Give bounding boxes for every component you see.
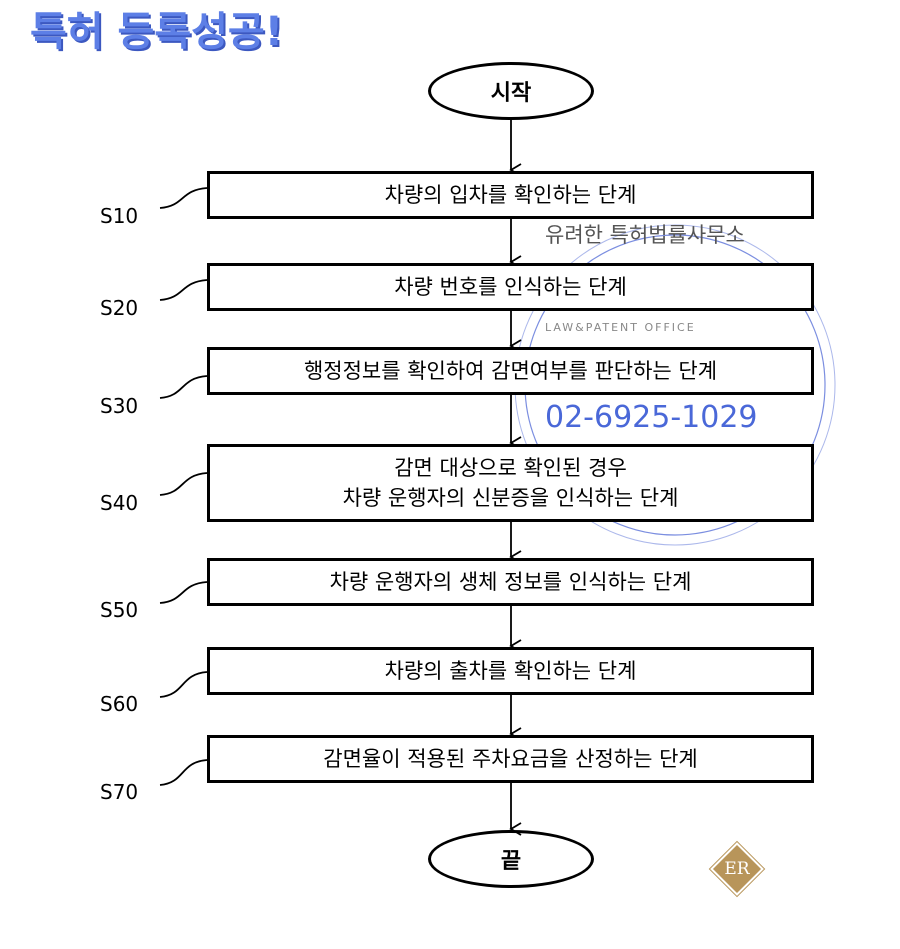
leader xyxy=(160,473,207,495)
leader xyxy=(160,760,207,785)
start-terminal: 시작 xyxy=(428,62,594,120)
step-text: 차량의 입차를 확인하는 단계 xyxy=(385,180,637,210)
step-text: 행정정보를 확인하여 감면여부를 판단하는 단계 xyxy=(304,356,717,386)
step-label: S10 xyxy=(100,204,138,228)
leader xyxy=(160,376,207,398)
step-label: S30 xyxy=(100,394,138,418)
step-text: 차량 운행자의 신분증을 인식하는 단계 xyxy=(343,483,679,513)
step-text: 감면율이 적용된 주차요금을 산정하는 단계 xyxy=(323,744,697,774)
step-s70: 감면율이 적용된 주차요금을 산정하는 단계 xyxy=(207,735,814,783)
step-s30: 행정정보를 확인하여 감면여부를 판단하는 단계 xyxy=(207,347,814,395)
step-label: S70 xyxy=(100,780,138,804)
leader xyxy=(160,280,207,300)
step-text: 감면 대상으로 확인된 경우 xyxy=(394,453,627,483)
step-s20: 차량 번호를 인식하는 단계 xyxy=(207,263,814,311)
step-label: S50 xyxy=(100,598,138,622)
step-s50: 차량 운행자의 생체 정보를 인식하는 단계 xyxy=(207,558,814,606)
leader xyxy=(160,188,207,208)
step-text: 차량 운행자의 생체 정보를 인식하는 단계 xyxy=(330,567,692,597)
leader xyxy=(160,582,207,603)
step-label: S20 xyxy=(100,296,138,320)
step-text: 차량의 출차를 확인하는 단계 xyxy=(385,656,637,686)
leader xyxy=(160,672,207,697)
end-terminal: 끝 xyxy=(428,830,594,888)
step-text: 차량 번호를 인식하는 단계 xyxy=(394,272,627,302)
step-s60: 차량의 출차를 확인하는 단계 xyxy=(207,647,814,695)
step-s10: 차량의 입차를 확인하는 단계 xyxy=(207,171,814,219)
step-s40: 감면 대상으로 확인된 경우차량 운행자의 신분증을 인식하는 단계 xyxy=(207,444,814,522)
step-label: S60 xyxy=(100,692,138,716)
step-label: S40 xyxy=(100,491,138,515)
